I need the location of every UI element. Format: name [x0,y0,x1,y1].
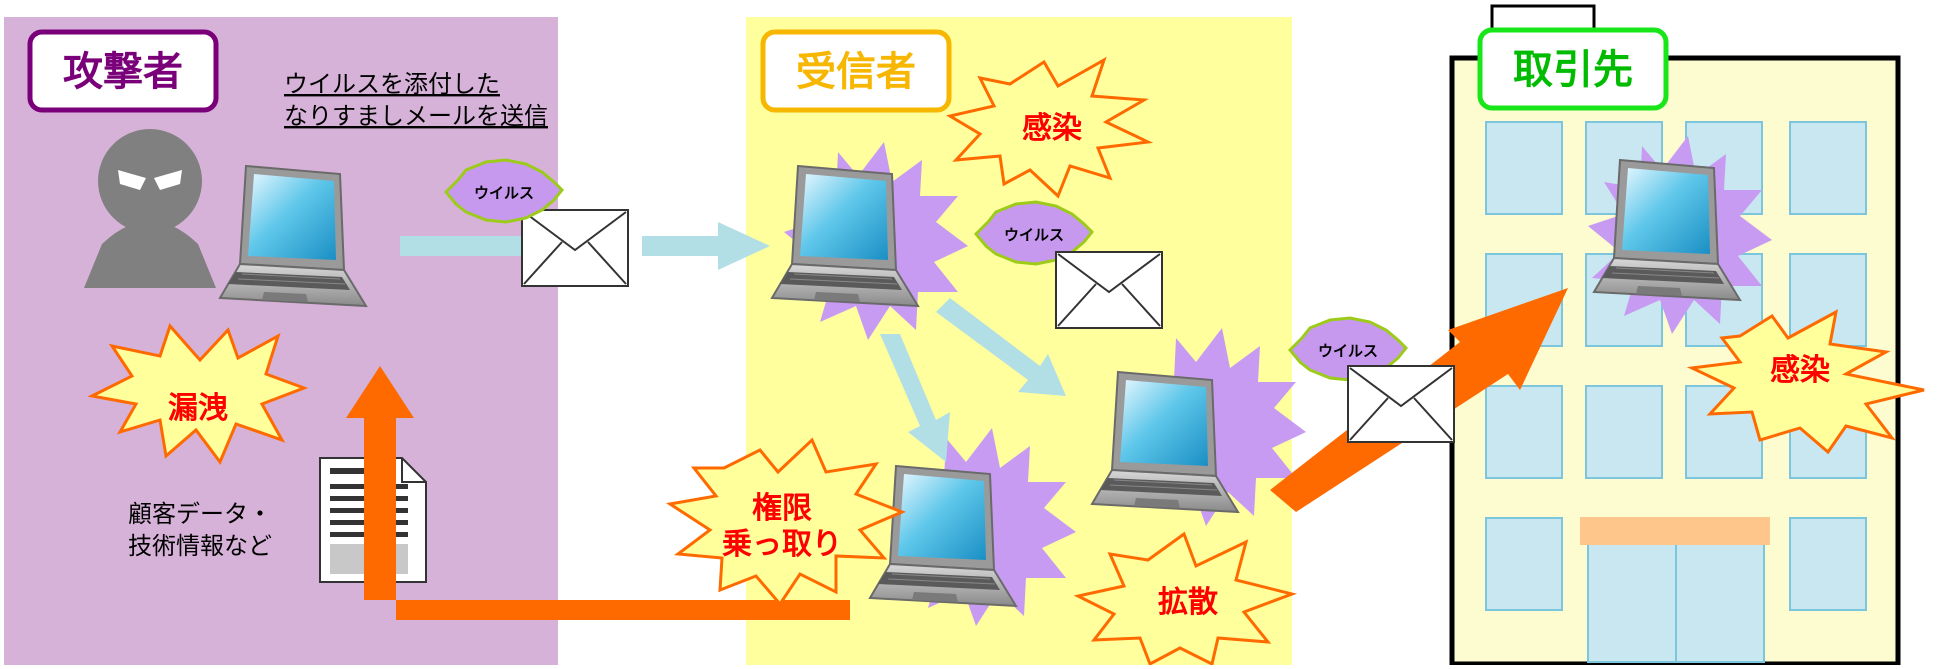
infection-burst-receiver: 感染 [946,56,1154,199]
virus-tag-spread: ウイルス [1287,316,1409,382]
receiver-title-box: 受信者 [760,29,952,113]
data-caption-line2: 技術情報など [128,532,272,560]
takeover-label-line1: 権限 [752,491,812,526]
spread-label: 拡散 [1158,585,1218,620]
leak-burst: 漏洩 [87,323,309,465]
send-caption-line1: ウイルスを添付した [284,70,500,98]
send-arrow [642,222,770,270]
takeover-burst: 権限 乗っ取り [665,437,906,607]
attacker-title-box: 攻撃者 [27,29,219,113]
infection-label-partner: 感染 [1770,353,1830,388]
partner-title-box: 取引先 [1477,27,1669,111]
takeover-label-line2: 乗っ取り [722,527,842,562]
leak-label: 漏洩 [168,391,228,426]
attacker-silhouette-icon [84,129,216,288]
virus-label-attacker: ウイルス [474,184,534,202]
infection-label-receiver: 感染 [1022,111,1082,146]
spread-mail-envelope-icon [1347,365,1455,443]
data-caption-line1: 顧客データ・ [128,500,272,528]
spread-arrow-right [936,298,1066,396]
send-flow-bar [400,236,540,256]
attacker-title: 攻撃者 [63,49,183,95]
virus-label-receiver: ウイルス [1004,226,1064,244]
virus-tag-receiver: ウイルス [973,200,1095,266]
received-mail-envelope-icon [1055,251,1163,329]
sent-mail-envelope-icon [521,209,629,287]
infection-burst-partner: 感染 [1686,309,1925,455]
virus-tag-attacker: ウイルス [443,158,565,224]
spread-arrow-down [880,334,950,462]
spread-burst: 拡散 [1073,531,1298,667]
virus-label-spread: ウイルス [1318,342,1378,360]
receiver-title: 受信者 [796,49,916,95]
exfiltration-arrow [346,366,850,620]
attacker-zone [4,17,558,665]
send-caption-line2: なりすましメールを送信 [284,102,548,130]
partner-title: 取引先 [1513,47,1633,93]
